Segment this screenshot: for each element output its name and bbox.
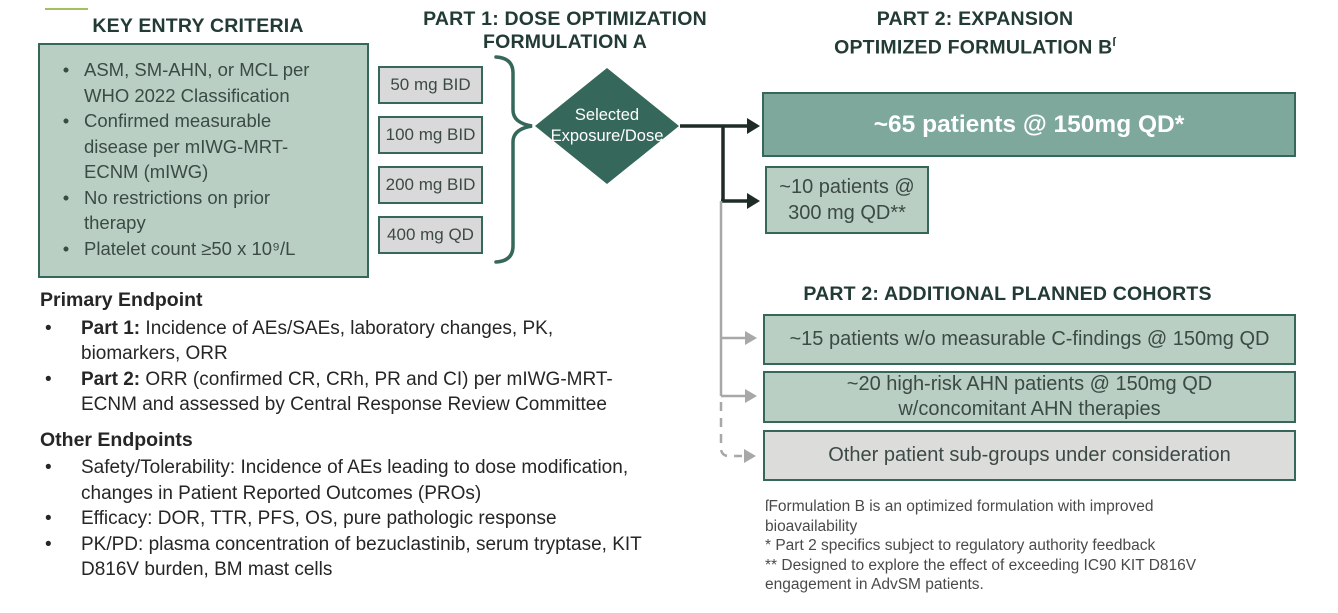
arrow-other-subgroups-line (719, 402, 742, 458)
endpoints-section: Primary Endpoint • Part 1: Incidence of … (40, 288, 680, 583)
bullet-dot: • (45, 457, 52, 478)
part1-title: PART 1: DOSE OPTIMIZATION FORMULATION A (390, 8, 740, 54)
cohort-box-20-high-risk: ~20 high-risk AHN patients @ 150mg QD w/… (763, 371, 1296, 423)
bullet-dot: • (45, 508, 52, 529)
endpoint-item: • Part 1: Incidence of AEs/SAEs, laborat… (40, 316, 680, 367)
bullet-dot: • (62, 186, 70, 208)
key-entry-item-text: Confirmed measurable disease per mIWG-MR… (84, 110, 289, 182)
key-entry-item: • No restrictions on prior therapy (48, 185, 361, 236)
key-entry-item-text: No restrictions on prior therapy (84, 186, 271, 234)
dose-box-50mg-bid: 50 mg BID (378, 66, 483, 104)
endpoint-item-text: PK/PD: plasma concentration of bezuclast… (81, 533, 642, 581)
cohort-box-other-subgroups: Other patient sub-groups under considera… (763, 430, 1296, 481)
arrow-cohort-15-head (745, 331, 757, 345)
bullet-dot: • (45, 317, 52, 339)
endpoint-item-text: Part 2: ORR (confirmed CR, CRh, PR and C… (81, 368, 613, 416)
key-entry-item: • Platelet count ≥50 x 10⁹/L (48, 236, 361, 262)
key-entry-item: • ASM, SM-AHN, or MCL per WHO 2022 Class… (48, 57, 361, 108)
footnote-formulation-b: ſFormulation B is an optimized formulati… (765, 498, 1154, 535)
bullet-dot: • (62, 59, 70, 80)
footnote-ic90: ** Designed to explore the effect of exc… (765, 556, 1197, 594)
additional-cohorts-title: PART 2: ADDITIONAL PLANNED COHORTS (803, 283, 1212, 305)
other-endpoints-title: Other Endpoints (40, 428, 193, 451)
bullet-dot: • (62, 110, 70, 131)
diamond-label-line2: Exposure/Dose (550, 127, 664, 145)
key-entry-item-text: ASM, SM-AHN, or MCL per WHO 2022 Classif… (84, 59, 310, 106)
cohort-box-15-patients: ~15 patients w/o measurable C-findings @… (763, 314, 1296, 365)
key-entry-box: • ASM, SM-AHN, or MCL per WHO 2022 Class… (38, 43, 369, 278)
part1-title-line2: FORMULATION A (483, 31, 647, 53)
accent-line (45, 8, 88, 10)
secondary-cohort-line2: 300 mg QD** (788, 202, 906, 224)
endpoint-item: • Safety/Tolerability: Incidence of AEs … (40, 455, 680, 506)
selected-dose-diamond (535, 68, 679, 184)
brace-icon (494, 55, 533, 264)
part2-footnote-mark: ſ (1112, 35, 1116, 49)
arrow-main-cohort-head (747, 118, 760, 134)
endpoint-item: • Part 2: ORR (confirmed CR, CRh, PR and… (40, 367, 680, 418)
part2-title-line1: PART 2: EXPANSION (876, 8, 1074, 30)
key-entry-item-text: Platelet count ≥50 x 10⁹/L (84, 237, 296, 259)
part1-title-line1: PART 1: DOSE OPTIMIZATION (423, 8, 707, 30)
endpoint-item-text: Safety/Tolerability: Incidence of AEs le… (81, 457, 629, 504)
diamond-label-line1: Selected (574, 106, 640, 124)
part2-title-line2: OPTIMIZED FORMULATION Bſ (834, 35, 1116, 59)
arrow-other-subgroups-head (744, 449, 756, 463)
dose-box-100mg-bid: 100 mg BID (378, 116, 483, 154)
secondary-cohort-box: ~10 patients @ 300 mg QD** (765, 166, 929, 234)
secondary-cohort-line1: ~10 patients @ (779, 176, 915, 198)
bullet-dot: • (45, 533, 52, 555)
diamond-label: Selected Exposure/Dose (537, 105, 677, 147)
cohort-box-20-line2: w/concomitant AHN therapies (898, 398, 1161, 420)
dose-box-200mg-bid: 200 mg BID (378, 166, 483, 204)
endpoint-item: • Efficacy: DOR, TTR, PFS, OS, pure path… (40, 506, 680, 532)
bullet-dot: • (45, 368, 52, 390)
endpoint-item-text: Part 1: Incidence of AEs/SAEs, laborator… (81, 317, 554, 365)
key-entry-title: KEY ENTRY CRITERIA (92, 15, 304, 37)
key-entry-item: • Confirmed measurable disease per mIWG-… (48, 108, 361, 185)
endpoint-item: • PK/PD: plasma concentration of bezucla… (40, 532, 680, 583)
main-cohort-box: ~65 patients @ 150mg QD* (762, 92, 1296, 157)
cohort-box-20-line1: ~20 high-risk AHN patients @ 150mg QD (846, 373, 1213, 395)
bullet-dot: • (62, 237, 70, 259)
footnotes: ſFormulation B is an optimized formulati… (765, 497, 1235, 595)
arrow-secondary-cohort-head (747, 193, 760, 209)
primary-endpoint-title: Primary Endpoint (40, 289, 203, 311)
part2-title: PART 2: EXPANSION OPTIMIZED FORMULATION … (745, 8, 1205, 60)
endpoint-item-text: Efficacy: DOR, TTR, PFS, OS, pure pathol… (81, 508, 557, 529)
footnote-part2-specifics: * Part 2 specifics subject to regulatory… (765, 537, 1156, 554)
arrow-cohort-20-head (745, 389, 757, 403)
dose-box-400mg-qd: 400 mg QD (378, 216, 483, 254)
